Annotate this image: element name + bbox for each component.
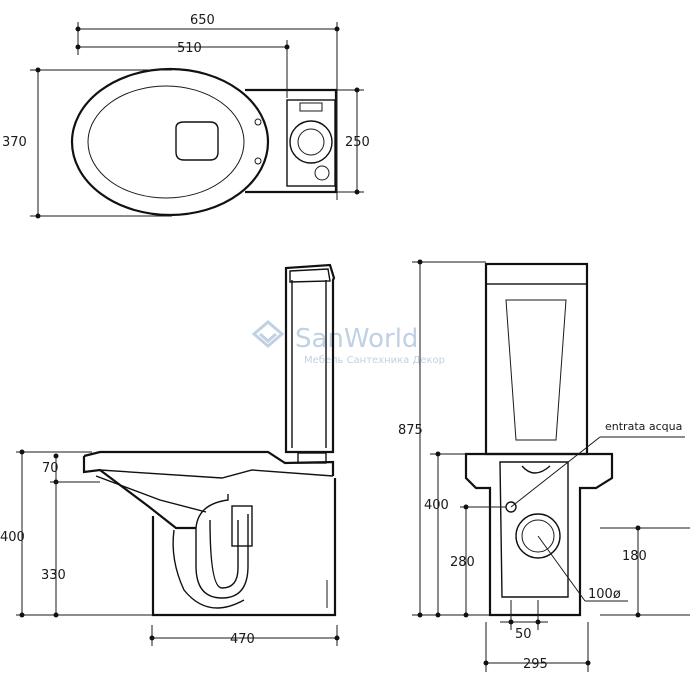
- side-rim-top: [83, 450, 335, 476]
- top-bolt-hole-1: [254, 118, 262, 126]
- side-trap-outer: [195, 494, 249, 599]
- dim-front-inlet-offset: 50: [515, 627, 532, 642]
- side-trap-back: [172, 529, 245, 609]
- front-tank-inner: [505, 299, 567, 441]
- side-bowl-front: [82, 456, 196, 530]
- side-view: 400 70 330 470: [0, 263, 340, 647]
- dim-front-total-height: 875: [398, 423, 423, 438]
- top-flush-ring-inner: [297, 128, 325, 156]
- top-bolt-hole-2: [254, 157, 262, 165]
- dim-side-total-height: 400: [0, 530, 25, 545]
- top-bowl-inner: [87, 85, 245, 199]
- dim-front-outlet-diameter: 100ø: [588, 587, 621, 602]
- watermark-tagline: Мебель Сантехника Декор: [304, 355, 445, 366]
- dim-front-outlet-height: 280: [450, 555, 475, 570]
- side-body-outline: [151, 478, 337, 617]
- dim-side-outlet-height: 330: [41, 568, 66, 583]
- side-trap-inner: [209, 519, 239, 589]
- top-bowl-opening: [175, 121, 219, 161]
- top-bowl-outer: [70, 67, 270, 217]
- dim-front-height: 400: [424, 498, 449, 513]
- side-outlet: [231, 505, 253, 547]
- top-small-hole: [314, 165, 330, 181]
- watermark: SanWorld Мебель Сантехника Декор: [251, 320, 445, 366]
- side-bowl-inner-line: [95, 475, 207, 513]
- watermark-brand: SanWorld: [295, 324, 418, 354]
- side-rim-inner: [99, 469, 334, 479]
- dim-side-depth: 470: [230, 632, 255, 647]
- side-tank-lid: [289, 268, 331, 283]
- dim-front-width: 295: [523, 657, 548, 672]
- front-tank-lid: [485, 263, 588, 285]
- top-view: 650 510 370 250: [2, 13, 370, 219]
- top-tank-lid: [286, 99, 336, 187]
- front-bowl-opening: [521, 465, 551, 474]
- top-flush-ring-outer: [289, 120, 333, 164]
- front-body-inner: [499, 461, 569, 598]
- top-tank-button-plate: [299, 102, 323, 112]
- dim-top-total-length: 650: [190, 13, 215, 28]
- front-outlet-inner: [521, 519, 555, 553]
- side-tank-outline: [284, 263, 336, 454]
- dim-top-bowl-length: 510: [177, 41, 202, 56]
- front-outlet-outer: [515, 513, 561, 559]
- dim-top-tank-width: 250: [345, 135, 370, 150]
- top-tank-outline: [245, 88, 338, 194]
- label-water-inlet: entrata acqua: [605, 420, 682, 433]
- front-tank-outline: [484, 262, 589, 456]
- dim-front-side-height: 180: [622, 549, 647, 564]
- front-view: entrata acqua 100ø 875 400 280 180 50: [398, 259, 690, 672]
- front-body-outline: [464, 452, 614, 617]
- watermark-logo-icon: [251, 320, 285, 348]
- dim-top-width: 370: [2, 135, 27, 150]
- dim-side-rim-height: 70: [42, 461, 59, 476]
